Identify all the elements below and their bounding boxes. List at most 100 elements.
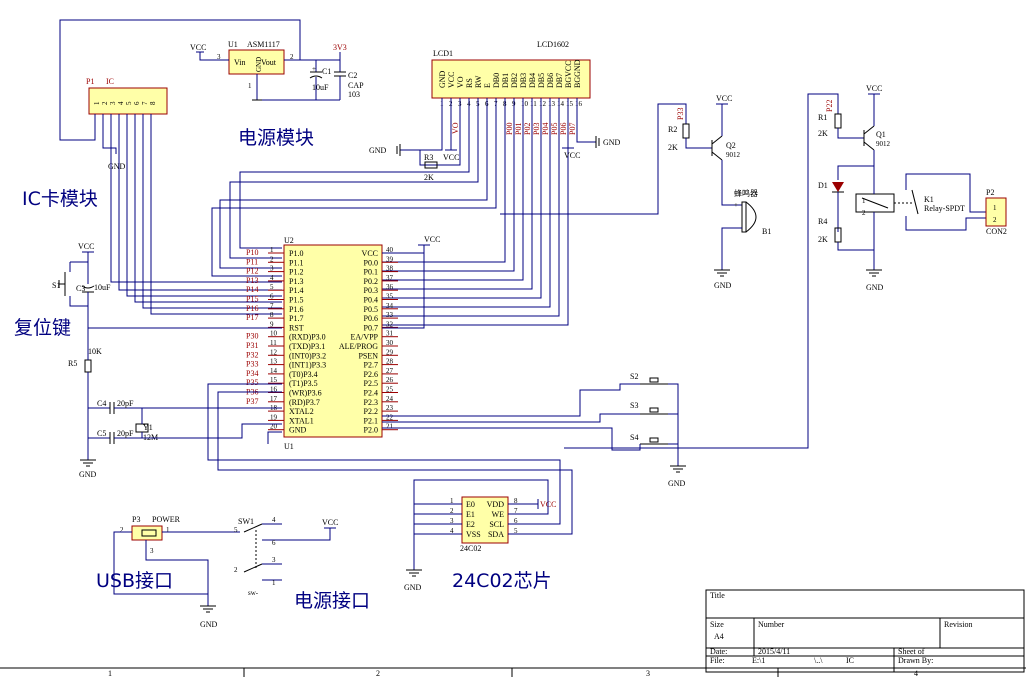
mcu-pin-number: 37 xyxy=(386,274,394,282)
lcd1602: LCD1 LCD1602 GND1VCC2VO3RS4RW5E6DB07DB18… xyxy=(431,40,591,108)
mcu-pin-number: 36 xyxy=(386,283,394,291)
eeprom-title: 24C02芯片 xyxy=(452,570,552,592)
eeprom-pin-number: 3 xyxy=(450,517,454,525)
lcd-pin-number: 11 xyxy=(530,100,537,108)
wire-ic-gnd xyxy=(102,114,117,154)
mcu-pin-name: (RD)P3.7 xyxy=(289,398,320,407)
reg-vin: Vin xyxy=(234,58,246,67)
mcu-pin-number: 28 xyxy=(386,358,394,366)
mcu-net-label: P15 xyxy=(246,295,258,304)
q1-value: 9012 xyxy=(876,140,891,148)
lcd-pin-name: RS xyxy=(465,78,474,88)
mcu-pin-name: (T0)P3.4 xyxy=(289,370,318,379)
lcd-pin-name: DB7 xyxy=(555,73,564,88)
lcd-pin-name: DB2 xyxy=(510,73,519,88)
relay-net: P22 xyxy=(825,100,834,112)
ic-header-pin: 5 xyxy=(125,101,133,105)
mcu-pin-number: 9 xyxy=(270,320,274,328)
zone-1: 1 xyxy=(108,669,112,677)
transistor-q2: Q2 9012 xyxy=(711,135,741,161)
key-s3: S3 xyxy=(630,401,668,415)
zone-3: 3 xyxy=(646,669,650,677)
mcu-pin-name: P1.5 xyxy=(289,296,303,305)
lcd-pin-name: BGVCC xyxy=(564,60,573,88)
mcu-pin-number: 1 xyxy=(270,246,274,254)
mcu-vcc-label: VCC xyxy=(424,235,440,244)
lcd-pin-name: BGGND xyxy=(573,59,582,88)
eeprom-pin-name: SCL xyxy=(489,520,504,529)
mcu-footer: U1 xyxy=(284,442,294,451)
key-s4: S4 xyxy=(630,433,668,445)
sw1-pin-6: 6 xyxy=(272,539,276,547)
p3-designator: P3 xyxy=(132,515,140,524)
mcu-pin-number: 15 xyxy=(270,376,278,384)
sw1-designator: SW1 xyxy=(238,517,254,526)
eeprom-pin-number: 4 xyxy=(450,527,454,535)
eeprom-pin-name: WE xyxy=(492,510,505,519)
mcu-net-label: P10 xyxy=(246,248,258,257)
relay-pin-2: 2 xyxy=(862,209,866,217)
relay-k1: K1 Relay-SPDT 1 2 xyxy=(855,189,965,217)
p3-pin-3: 3 xyxy=(150,547,154,555)
lcd-pin-name: DB1 xyxy=(501,73,510,88)
wire-ic-p14 xyxy=(110,114,282,283)
lcd-bus-label: P03 xyxy=(532,123,541,135)
mcu-pin-number: 21 xyxy=(386,423,394,431)
led-d1: D1 xyxy=(818,181,844,193)
mcu-pin-name: (WR)P3.6 xyxy=(289,389,322,398)
c5-designator: C5 xyxy=(97,429,106,438)
wire-xtal1 xyxy=(114,423,282,439)
mcu-pin-number: 19 xyxy=(270,413,278,421)
wire-lcd-data xyxy=(382,98,542,299)
ic-header-designator: P1 xyxy=(86,77,94,86)
wire-relay-com xyxy=(905,173,986,213)
file-value: E:\1 xyxy=(752,656,765,665)
lcd-pin-name: DB4 xyxy=(528,73,537,88)
reg-pin-out: 2 xyxy=(290,53,294,61)
lcd-bus-label: P07 xyxy=(568,123,577,135)
lcd-bggnd-label: GND xyxy=(603,138,621,147)
mcu-pin-name: P0.6 xyxy=(364,314,378,323)
transistor-q1: Q1 9012 xyxy=(863,125,891,151)
file-name: IC xyxy=(846,656,854,665)
wire-ic-vcc xyxy=(59,19,301,141)
c4-designator: C4 xyxy=(97,399,106,408)
eeprom-value: 24C02 xyxy=(460,544,481,553)
c2-code: 103 xyxy=(348,90,360,99)
mcu-net-label: P30 xyxy=(246,332,258,341)
zone-2: 2 xyxy=(376,669,380,677)
p2-pin-2: 2 xyxy=(993,216,997,224)
lcd-pin-name: DB6 xyxy=(546,73,555,88)
mcu-net-label: P31 xyxy=(246,341,258,350)
mcu-net-label: P33 xyxy=(246,360,258,369)
ic-header-pin: 3 xyxy=(109,101,117,105)
title-label: Title xyxy=(710,591,725,600)
size-value: A4 xyxy=(714,632,724,641)
mcu-pin-name: P2.2 xyxy=(364,407,378,416)
lcd-bus-label: P06 xyxy=(559,123,568,135)
power-module-title: 电源模块 xyxy=(238,127,314,149)
lcd-pin-name: DB0 xyxy=(492,73,501,88)
mcu-pin-number: 31 xyxy=(386,330,394,338)
mcu-pin-name: (TXD)P3.1 xyxy=(289,342,325,351)
mcu-pin-name: XTAL1 xyxy=(289,416,314,425)
mcu-pin-number: 17 xyxy=(270,395,278,403)
mcu-pin-number: 38 xyxy=(386,265,394,273)
mcu-pin-name: P0.7 xyxy=(364,323,378,332)
mcu-pin-name: P2.6 xyxy=(364,370,378,379)
eeprom-pin-number: 8 xyxy=(514,497,518,505)
eeprom-pin-number: 7 xyxy=(514,507,518,515)
mcu-pin-name: P2.1 xyxy=(364,416,378,425)
c4-value: 20pF xyxy=(117,399,134,408)
c1-designator: C1 xyxy=(322,67,331,76)
mcu-pin-name: RST xyxy=(289,323,304,332)
eeprom-pin-number: 6 xyxy=(514,517,518,525)
mcu-pin-number: 3 xyxy=(270,265,274,273)
mcu-pin-number: 30 xyxy=(386,339,394,347)
mcu-pin-name: P2.5 xyxy=(364,379,378,388)
lcd-gnd-label: GND xyxy=(369,146,387,155)
zone-4: 4 xyxy=(914,669,918,677)
ic-header-value: IC xyxy=(106,77,114,86)
